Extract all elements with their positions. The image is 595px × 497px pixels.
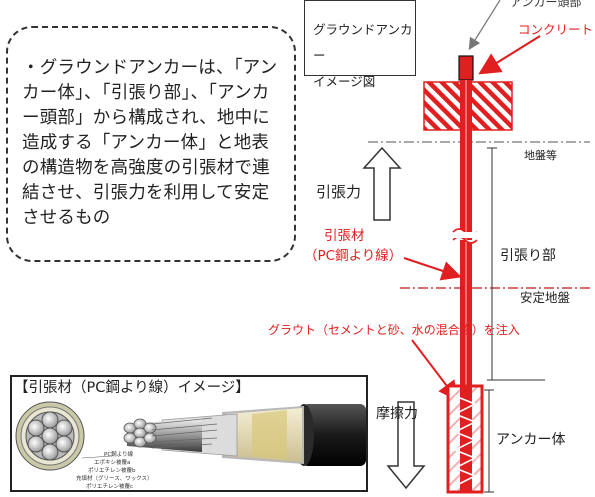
tension-force-label: 引張力 [316,183,362,201]
cable-title: 【引張材（PC鋼より線）イメージ】 [14,380,250,396]
cable-part-0: PC鋼より線 [104,450,134,458]
cable-illustration: PC鋼より線 エポキシ被覆a ポリエチレン被覆b 充填材（グリース、ワックス） … [15,401,366,490]
concrete-label: コンクリート [518,22,594,37]
anchor-head [458,55,474,81]
stable-ground-label: 安定地盤 [520,290,571,305]
description-text: ・グラウンドアンカーは、「アンカー体」、「引張り部」、「アンカー頭部」から構成さ… [22,58,278,228]
ground-level-label: 地盤等 [524,149,557,162]
cable-cross-section [15,401,85,471]
tendon-label: 引張材 [324,228,365,244]
friction-arrow [386,401,426,490]
concrete-leader [478,35,541,75]
cable-part-labels: PC鋼より線 エポキシ被覆a ポリエチレン被覆b 充填材（グリース、ワックス） … [76,450,153,490]
cable-part-4: ポリエチレン被覆c [86,482,133,490]
diagram-title-line1: グラウンドアンカー [313,22,413,63]
anchor-head-leader [468,0,501,51]
description-bubble: ・グラウンドアンカーは、「アンカー体」、「引張り部」、「アンカー頭部」から構成さ… [6,26,296,262]
cable-part-2: ポリエチレン被覆b [88,466,136,474]
diagram-title-box: グラウンドアンカー イメージ図 [304,0,416,89]
friction-label: 摩擦力 [376,406,418,422]
tendon-leader [403,257,462,281]
anchor-head-label: アンカー頭部 [510,0,582,9]
cable-part-3: 充填材（グリース、ワックス） [76,474,153,482]
tendon-sub-label: （PC鋼より線） [304,248,403,264]
diagram-title-line2: イメージ図 [313,74,376,89]
grout-label: グラウト（セメントと砂、水の混合物）を注入 [268,323,520,337]
cable-side-view [123,404,366,466]
anchor-body-label: アンカー体 [496,432,566,448]
cable-part-1: エポキシ被覆a [94,458,130,466]
tension-arrow [362,146,402,221]
free-length-label: 引張り部 [500,248,556,264]
